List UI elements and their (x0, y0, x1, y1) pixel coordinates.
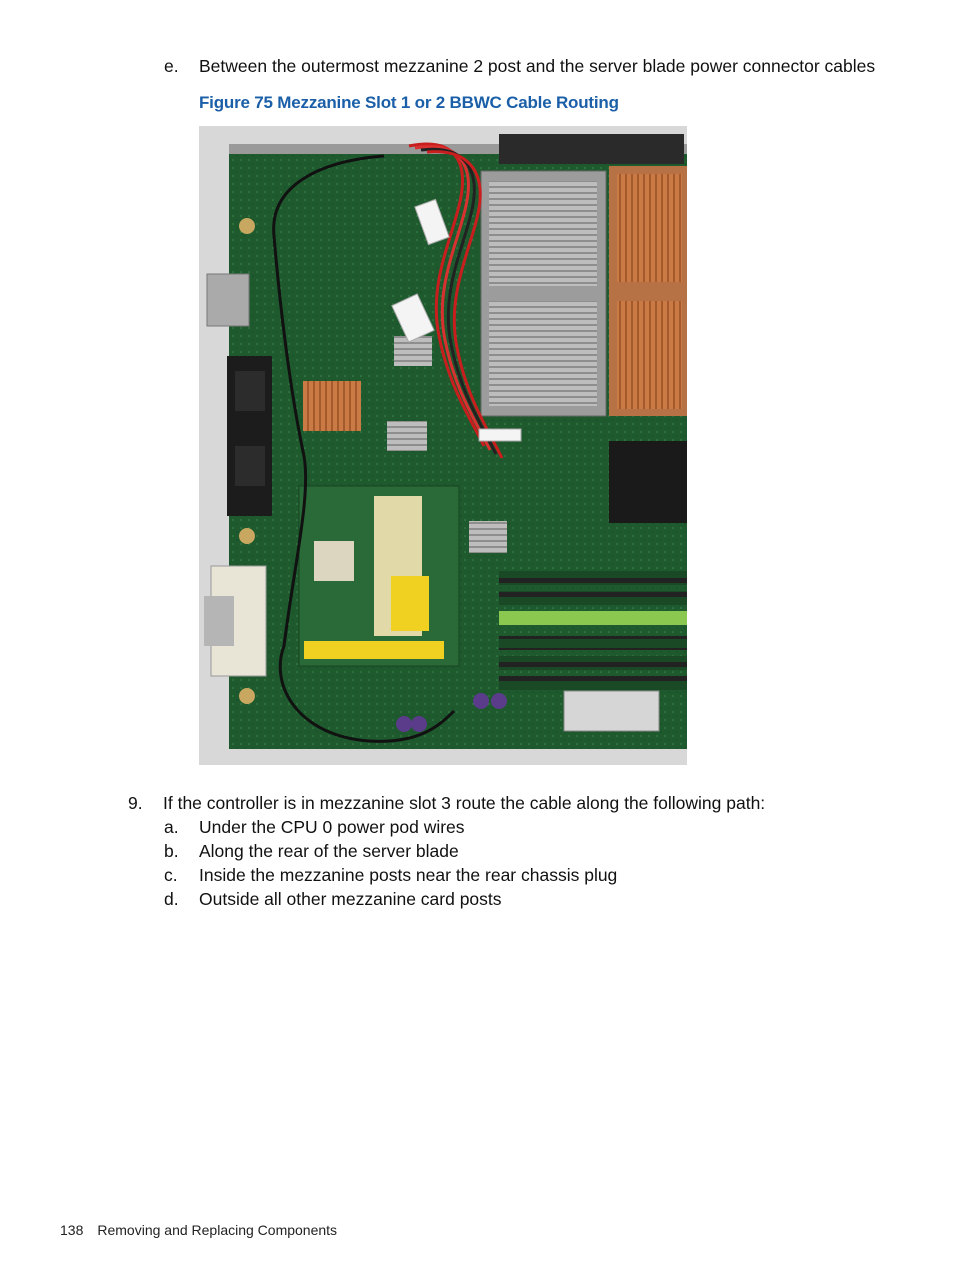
substep-d-marker: d. (164, 889, 179, 909)
substep-c-text: Inside the mezzanine posts near the rear… (199, 865, 618, 885)
step-9-marker: 9. (128, 793, 143, 813)
substep-c-marker: c. (164, 865, 178, 885)
substep-d-text: Outside all other mezzanine card posts (199, 889, 502, 909)
substep-a-marker: a. (164, 817, 179, 837)
substep-b-text: Along the rear of the server blade (199, 841, 459, 861)
substep-b-marker: b. (164, 841, 179, 861)
page-footer: 138 Removing and Replacing Components (60, 1222, 337, 1238)
substep-a-text: Under the CPU 0 power pod wires (199, 817, 465, 837)
step-9-text: If the controller is in mezzanine slot 3… (163, 793, 766, 813)
motherboard-photo (199, 126, 687, 765)
page-number: 138 (60, 1222, 84, 1238)
footer-section-title: Removing and Replacing Components (97, 1222, 338, 1238)
step-e-marker: e. (164, 56, 179, 76)
figure-caption: Figure 75 Mezzanine Slot 1 or 2 BBWC Cab… (199, 93, 619, 112)
figure-image (199, 126, 687, 765)
step-e-text: Between the outermost mezzanine 2 post a… (199, 56, 876, 76)
